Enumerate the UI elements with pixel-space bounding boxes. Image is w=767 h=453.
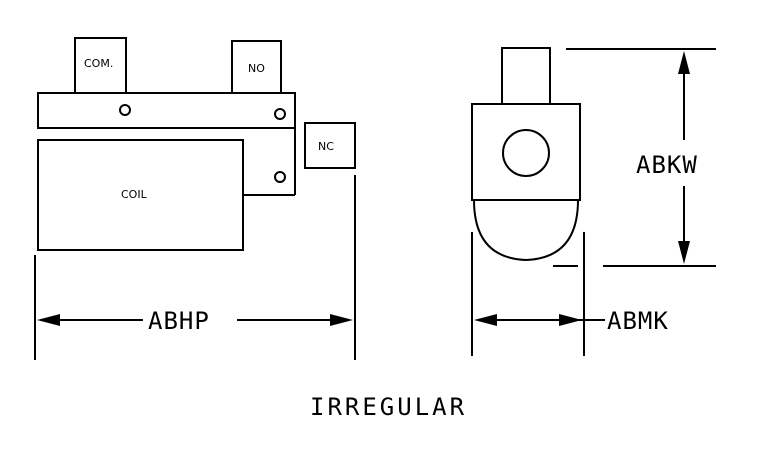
abmk-dimension-label: ABMK	[607, 307, 669, 335]
arrow-left-icon	[37, 314, 60, 326]
end-view-stud	[501, 47, 551, 105]
end-view-body	[471, 103, 581, 201]
switch-housing-top	[37, 92, 296, 129]
coil-body	[37, 139, 244, 251]
arrow-right-icon	[330, 314, 353, 326]
mounting-screw-icon	[119, 104, 131, 116]
end-view: ABKW ABMK	[471, 47, 716, 356]
coil-label: COIL	[121, 188, 148, 201]
end-view-bushing-icon	[502, 129, 550, 177]
nc-terminal-label: NC	[318, 140, 334, 153]
abkw-dimension-label: ABKW	[636, 151, 698, 179]
mounting-screw-icon	[274, 171, 286, 183]
diagram-caption: IRREGULAR	[310, 393, 467, 421]
side-view: COM. NO NC COIL ABHP	[34, 37, 356, 360]
arrow-right-icon	[559, 314, 582, 326]
arrow-left-icon	[474, 314, 497, 326]
com-terminal-label: COM.	[84, 57, 113, 70]
arrow-up-icon	[678, 51, 690, 74]
abhp-dimension-label: ABHP	[148, 307, 210, 335]
nc-terminal	[304, 122, 356, 169]
no-terminal-label: NO	[248, 62, 265, 75]
mounting-screw-icon	[274, 108, 286, 120]
end-view-coil-dome	[472, 199, 580, 262]
arrow-down-icon	[678, 241, 690, 264]
